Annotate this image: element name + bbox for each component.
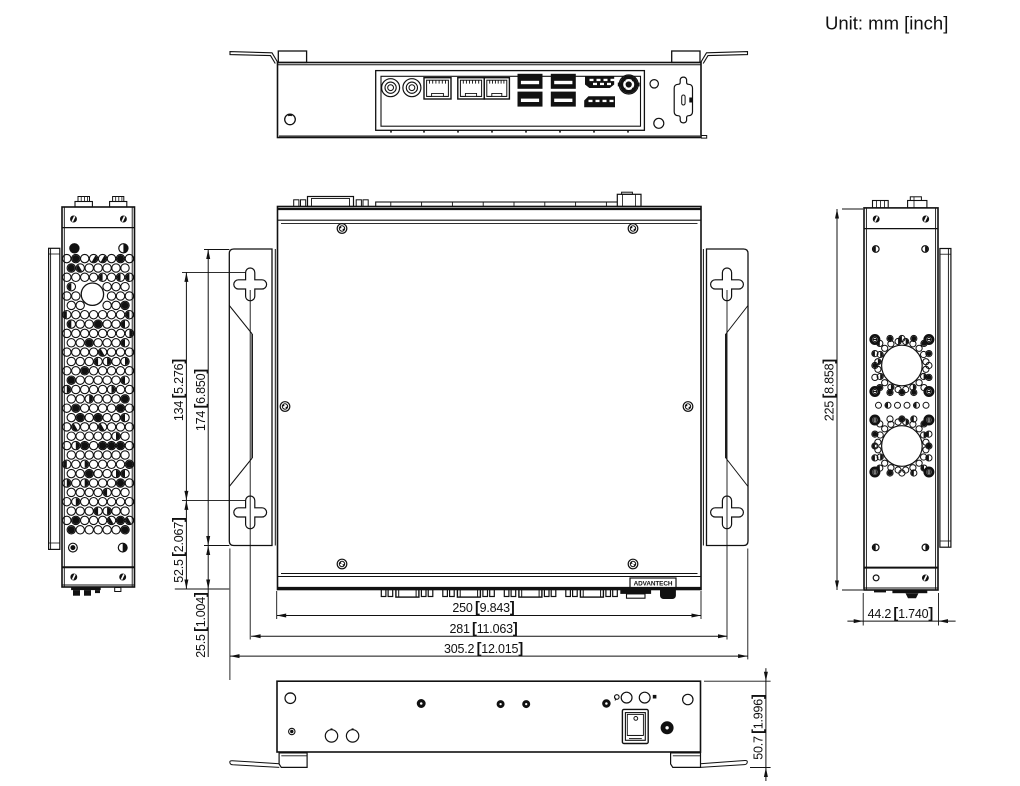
svg-text:174 [6.850]: 174 [6.850] [193, 369, 209, 432]
svg-text:25.5 [1.004]: 25.5 [1.004] [193, 592, 209, 658]
svg-text:305.2 [12.015]: 305.2 [12.015] [444, 641, 523, 657]
svg-text:50.7 [1.996]: 50.7 [1.996] [751, 694, 767, 760]
svg-text:250 [9.843]: 250 [9.843] [452, 600, 515, 616]
svg-text:52.5 [2.067]: 52.5 [2.067] [171, 517, 187, 583]
svg-text:281 [11.063]: 281 [11.063] [449, 621, 517, 637]
svg-text:Unit: mm [inch]: Unit: mm [inch] [825, 13, 948, 34]
svg-text:225 [8.858]: 225 [8.858] [822, 359, 838, 422]
svg-text:ADVANTECH: ADVANTECH [634, 580, 673, 587]
svg-text:134 [5.276]: 134 [5.276] [171, 359, 187, 422]
svg-text:44.2 [1.740]: 44.2 [1.740] [868, 606, 934, 622]
